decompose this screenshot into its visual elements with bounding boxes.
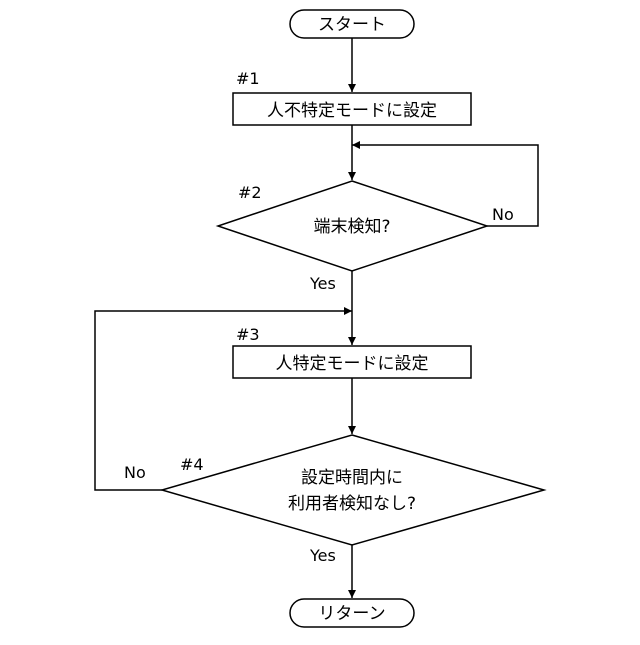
step1-id: #1 bbox=[236, 69, 260, 88]
step2-no-label: No bbox=[492, 205, 514, 224]
step4-id: #4 bbox=[180, 455, 204, 474]
step4-decision-diamond bbox=[162, 435, 544, 545]
step2-question: 端末検知? bbox=[313, 217, 390, 237]
step3-id: #3 bbox=[236, 325, 260, 344]
step3-text: 人特定モードに設定 bbox=[276, 354, 429, 374]
step1-text: 人不特定モードに設定 bbox=[267, 101, 437, 121]
step2-id: #2 bbox=[238, 183, 262, 202]
end-label: リターン bbox=[318, 604, 385, 624]
step4-question-line1: 設定時間内に bbox=[301, 468, 403, 488]
step4-question-line2: 利用者検知なし? bbox=[288, 494, 416, 514]
step2-yes-label: Yes bbox=[309, 274, 336, 293]
step4-no-label: No bbox=[124, 463, 146, 482]
start-label: スタート bbox=[318, 15, 386, 35]
step4-yes-label: Yes bbox=[309, 546, 336, 565]
